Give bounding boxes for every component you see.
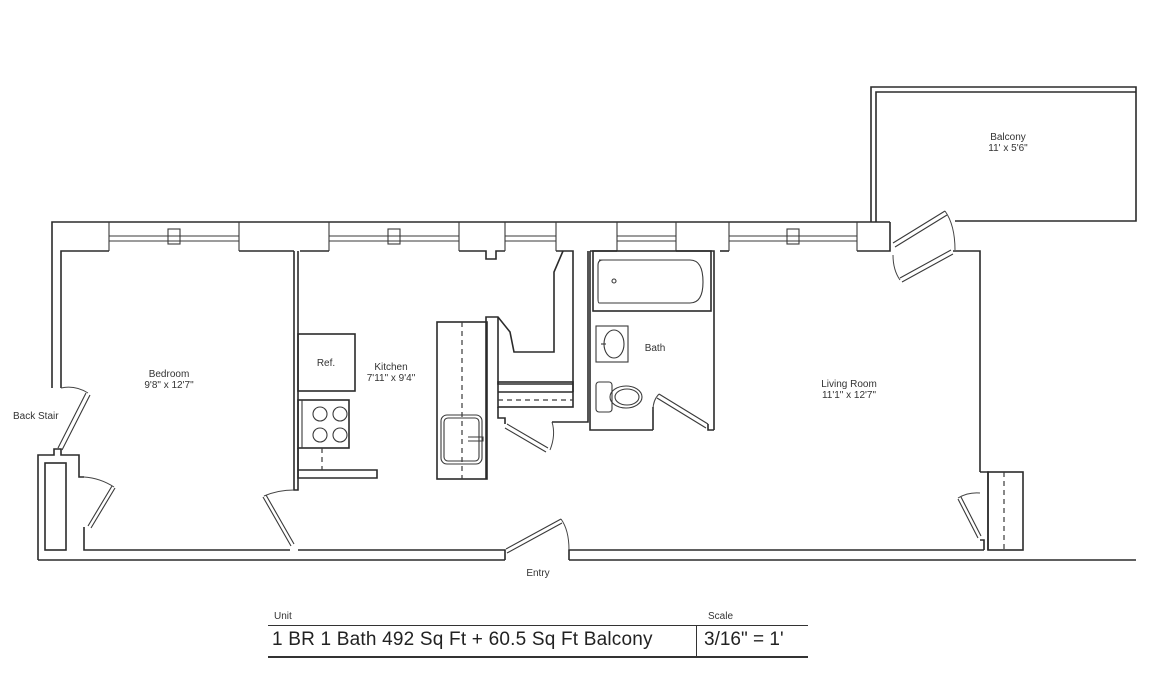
entry-door — [505, 518, 570, 554]
refrigerator-label: Ref. — [317, 358, 335, 369]
living-room-label: Living Room — [821, 379, 877, 390]
exterior-walls — [37, 221, 1136, 561]
window-bedroom — [108, 222, 240, 251]
bath-label: Bath — [645, 343, 666, 354]
balcony — [870, 86, 1137, 283]
bedroom-label: Bedroom — [149, 369, 190, 380]
back-stair-label: Back Stair — [13, 411, 59, 422]
title-block-divider — [696, 625, 697, 656]
living-room-dimensions: 11'1" x 12'7" — [822, 390, 877, 401]
window-living — [728, 222, 858, 251]
range — [297, 399, 350, 449]
refrigerator — [297, 333, 356, 392]
title-block-top-rule — [268, 625, 808, 626]
balcony-label: Balcony — [990, 132, 1026, 143]
window-kitchen-small — [504, 222, 557, 251]
unit-caption: Unit — [274, 611, 292, 622]
unit-description: 1 BR 1 Bath 492 Sq Ft + 60.5 Sq Ft Balco… — [272, 629, 653, 650]
bedroom-area — [44, 251, 299, 551]
bedroom-dimensions: 9'8" x 12'7" — [144, 380, 194, 391]
burners-icon — [312, 406, 348, 443]
windows — [108, 222, 858, 251]
balcony-dimensions: 11' x 5'6" — [988, 143, 1028, 154]
entry-label: Entry — [526, 568, 549, 579]
bath-area — [589, 250, 714, 431]
kitchen-label: Kitchen — [374, 362, 407, 373]
kitchen-area — [297, 250, 589, 480]
window-bath — [616, 222, 677, 251]
kitchen-dimensions: 7'11" x 9'4" — [367, 373, 416, 384]
scale-caption: Scale — [708, 611, 734, 622]
title-block-bottom-rule — [268, 656, 808, 658]
window-kitchen — [328, 222, 460, 251]
living-room-area — [957, 471, 1024, 551]
title-block: Unit Scale 1 BR 1 Bath 492 Sq Ft + 60.5 … — [268, 611, 808, 659]
scale-value: 3/16" = 1' — [704, 629, 784, 650]
